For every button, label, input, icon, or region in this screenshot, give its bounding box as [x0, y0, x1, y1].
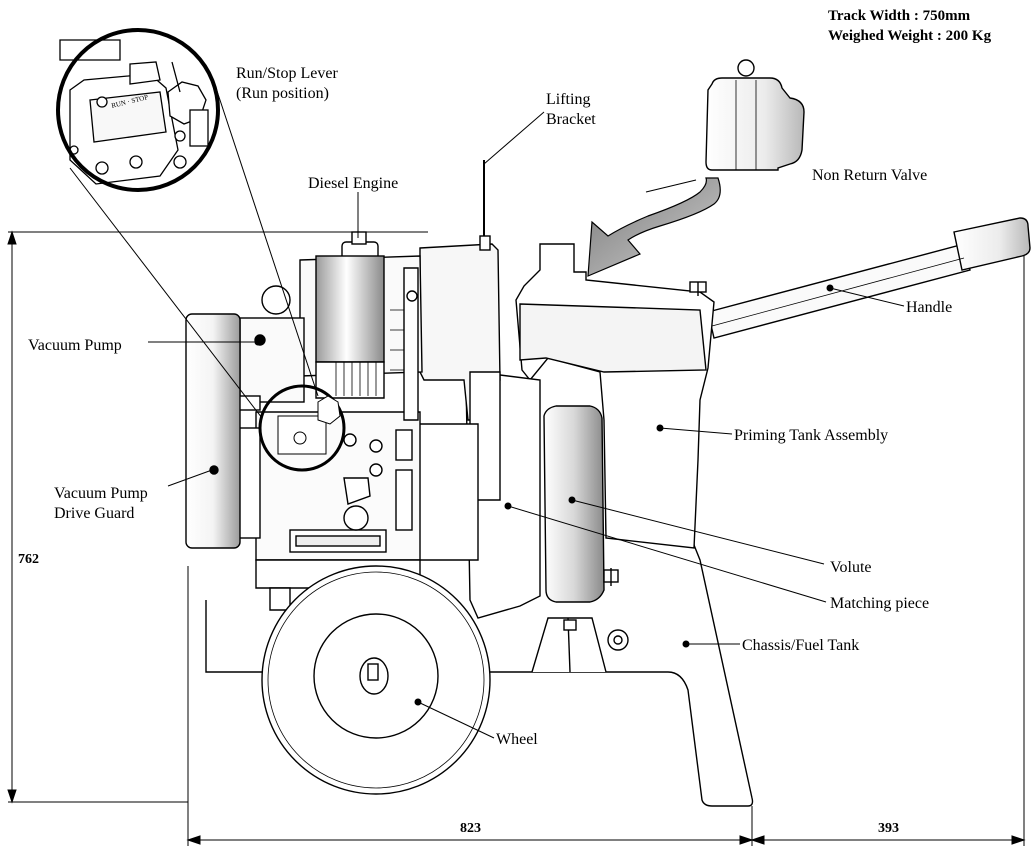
- callout-leaders: [148, 111, 905, 739]
- handle-label: Handle: [906, 299, 952, 316]
- wheel-label: Wheel: [496, 731, 538, 748]
- vacuum-pump-drive-guard: [185, 313, 241, 549]
- priming-tank-assembly-label: Priming Tank Assembly: [734, 427, 888, 444]
- vacuum-pump-label: Vacuum Pump: [28, 337, 122, 354]
- weighed-weight-spec: Weighed Weight : 200 Kg: [828, 28, 992, 44]
- lever-inset: RUN · STOP: [56, 28, 220, 192]
- run-stop-lever-sublabel: (Run position): [236, 85, 329, 102]
- run-stop-lever-label: Run/Stop Lever: [236, 65, 338, 82]
- dimension-length: [186, 224, 1026, 846]
- length-main-label: 823: [460, 821, 481, 836]
- vacuum-pump-drive-guard-sublabel: Drive Guard: [54, 505, 134, 522]
- lifting-bracket-label: Lifting: [546, 91, 590, 108]
- height-dimension-label: 762: [18, 552, 39, 567]
- chassis-fuel-tank-label: Chassis/Fuel Tank: [742, 637, 859, 654]
- non-return-valve: [705, 59, 805, 171]
- priming-tank: [515, 243, 715, 549]
- flow-arrow: [587, 177, 721, 277]
- inset-connector-lines: [69, 87, 319, 419]
- volute-label: Volute: [830, 559, 871, 576]
- non-return-valve-label: Non Return Valve: [812, 167, 927, 184]
- vacuum-pump-drive-guard-label: Vacuum Pump: [54, 485, 148, 502]
- matching-piece-label: Matching piece: [830, 595, 929, 612]
- wheel: [261, 565, 491, 795]
- track-width-spec: Track Width : 750mm: [828, 8, 971, 24]
- length-handle-label: 393: [878, 821, 899, 836]
- handle: [707, 217, 1031, 339]
- diesel-engine-label: Diesel Engine: [308, 175, 398, 192]
- lever-highlight-circle: [258, 384, 346, 472]
- lifting-bracket-sublabel: Bracket: [546, 111, 596, 128]
